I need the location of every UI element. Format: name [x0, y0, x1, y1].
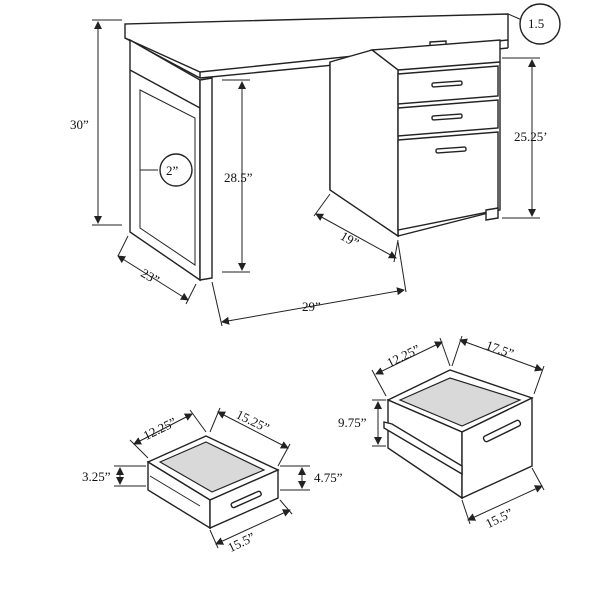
cabinet-height-label: 25.25’ — [514, 129, 548, 144]
drawer-handle — [431, 80, 463, 88]
file-drawer-depth-label: 12.25” — [384, 341, 422, 370]
file-drawer-length-label: 17.5” — [484, 337, 516, 361]
file-drawer-handle — [482, 419, 522, 443]
drawer-handle — [435, 146, 467, 154]
cabinet-file-drawer — [397, 131, 499, 231]
small-drawer-drawing: 12.25” 15.25” 3.25” 4.75” 15.5” — [82, 407, 343, 555]
overall-height-label: 30” — [70, 117, 89, 132]
file-drawer-front-width-label: 15.5” — [483, 505, 515, 531]
file-drawer-height-label: 9.75” — [338, 415, 367, 430]
leg-width-label: 2” — [166, 163, 179, 178]
top-thickness-label: 1.5 — [528, 16, 544, 31]
small-drawer-inner-height-label: 3.25” — [82, 469, 111, 484]
small-drawer-length-label: 15.25” — [234, 407, 272, 436]
small-drawer-front-width-label: 15.5” — [225, 529, 257, 555]
knee-width-label: 29” — [302, 299, 321, 314]
leg-inner-frame — [139, 89, 196, 266]
knee-height-label: 28.5” — [224, 170, 253, 185]
file-drawer-slide — [383, 421, 463, 476]
small-drawer-depth-label: 12.25” — [141, 414, 179, 443]
file-drawer-drawing: 12.25” 17.5” 9.75” 15.5” — [338, 335, 545, 531]
desk-depth-label: 23” — [138, 265, 162, 287]
callout-circle — [519, 3, 561, 45]
drawer-handle — [431, 113, 463, 121]
desk-drawing: 1.5 30” 2” 28.5” 23” 29” 19” 2 — [70, 3, 561, 327]
callout-circle — [159, 153, 193, 187]
small-drawer-handle — [230, 490, 262, 509]
small-drawer-outer-height-label: 4.75” — [314, 470, 343, 485]
cabinet-depth-label: 19” — [338, 228, 362, 250]
